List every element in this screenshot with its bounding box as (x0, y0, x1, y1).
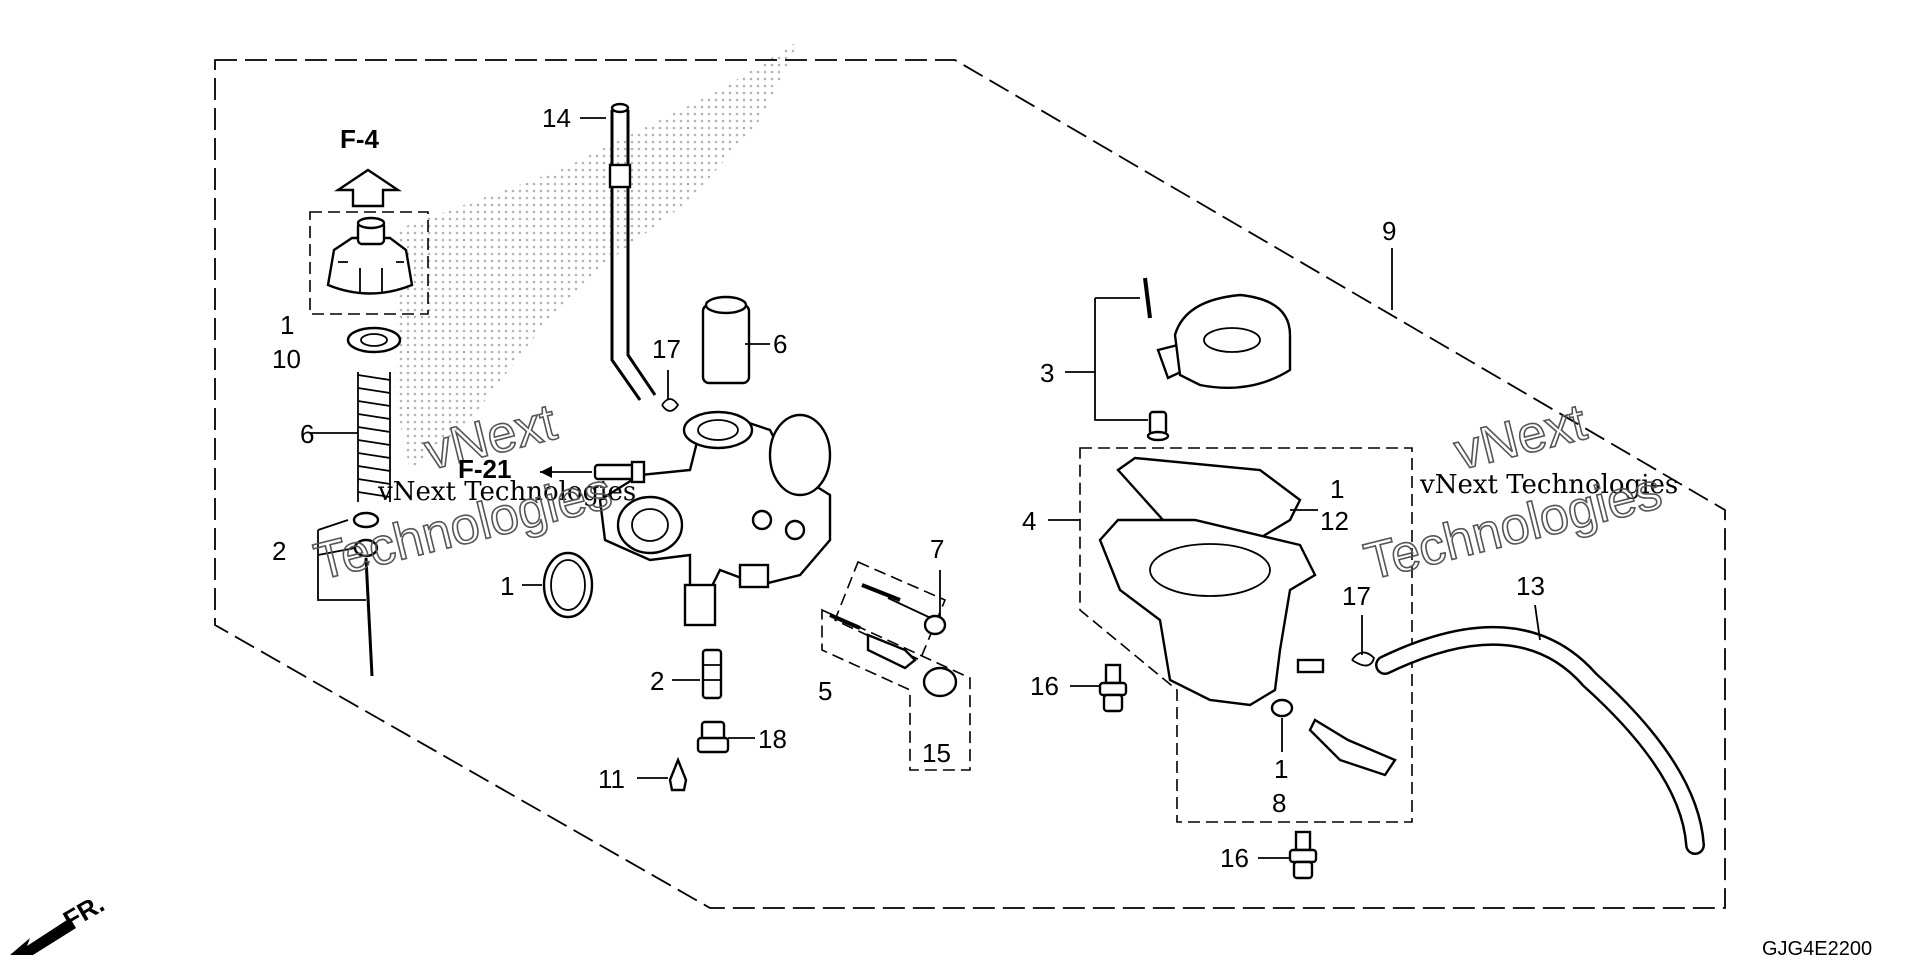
callout-1-washer: 1 (1274, 754, 1288, 784)
screw-set-7 (833, 560, 947, 662)
washer-part-10 (346, 326, 402, 354)
diagram-code: GJG4E2200 (1762, 938, 1872, 960)
float-chamber (1098, 518, 1325, 707)
idle-screw (593, 460, 646, 484)
screw-16-upper (1098, 663, 1128, 713)
ref-f4: F-4 (340, 124, 380, 154)
watermark-text: vNext Technologies vNext Technologies Te… (308, 392, 1678, 592)
drain-screw (1270, 698, 1397, 777)
callout-1-gasket: 1 (1330, 474, 1344, 504)
leader-lines (310, 117, 1541, 859)
clip-part-17-right (1351, 651, 1376, 667)
svg-text:vNext Technologies: vNext Technologies (1419, 470, 1678, 500)
callout-8: 8 (1272, 788, 1286, 818)
cap-boundary (309, 211, 429, 315)
svg-text:vNext Technologies: vNext Technologies (377, 477, 636, 507)
callout-13: 13 (1516, 571, 1545, 601)
pilot-jet (668, 756, 688, 792)
o-ring-part (542, 551, 594, 619)
callout-2-left: 2 (272, 536, 286, 566)
assembly-boundary (214, 59, 1726, 909)
callout-9: 9 (1382, 216, 1396, 246)
callout-16-lower: 16 (1220, 843, 1249, 873)
screw-16-lower (1288, 830, 1318, 880)
callout-17-left: 17 (652, 334, 681, 364)
carburetor-top-cap (326, 216, 414, 295)
callout-17-right: 17 (1342, 581, 1371, 611)
callout-11: 11 (598, 764, 625, 794)
callout-1-oring: 1 (500, 571, 514, 601)
callout-3: 3 (1040, 358, 1054, 388)
rubber-cap (701, 295, 751, 385)
svg-text:vNext: vNext (1449, 393, 1593, 482)
spring-part (357, 372, 391, 502)
drain-plug (696, 720, 730, 754)
main-jet (701, 648, 723, 700)
callout-15: 15 (922, 738, 951, 768)
screw-set-5 (821, 608, 971, 771)
honda-wing-watermark (395, 40, 800, 470)
up-arrow-icon (334, 168, 402, 208)
callout-6-spring: 6 (300, 419, 314, 449)
callout-16-upper: 16 (1030, 671, 1059, 701)
float-pin-set (1094, 277, 1187, 442)
callout-14: 14 (542, 103, 571, 133)
vent-tube (608, 102, 657, 401)
callout-2-jet: 2 (650, 666, 664, 696)
callout-12: 12 (1320, 506, 1349, 536)
f21-arrow-icon (540, 466, 592, 478)
jet-needle (352, 511, 380, 677)
clip-part-17-left (661, 398, 680, 412)
callout-5: 5 (818, 676, 832, 706)
float-chamber-boundary (1079, 447, 1413, 823)
callout-10: 10 (272, 344, 301, 374)
float-part (1173, 293, 1292, 390)
callout-1-top: 1 (280, 310, 294, 340)
carburetor-body (598, 410, 832, 627)
callout-7: 7 (930, 534, 944, 564)
callout-4: 4 (1022, 506, 1036, 536)
ref-f21: F-21 (458, 454, 511, 484)
callout-18: 18 (758, 724, 787, 754)
front-arrow-icon (10, 918, 76, 955)
callout-6-cap: 6 (773, 329, 787, 359)
